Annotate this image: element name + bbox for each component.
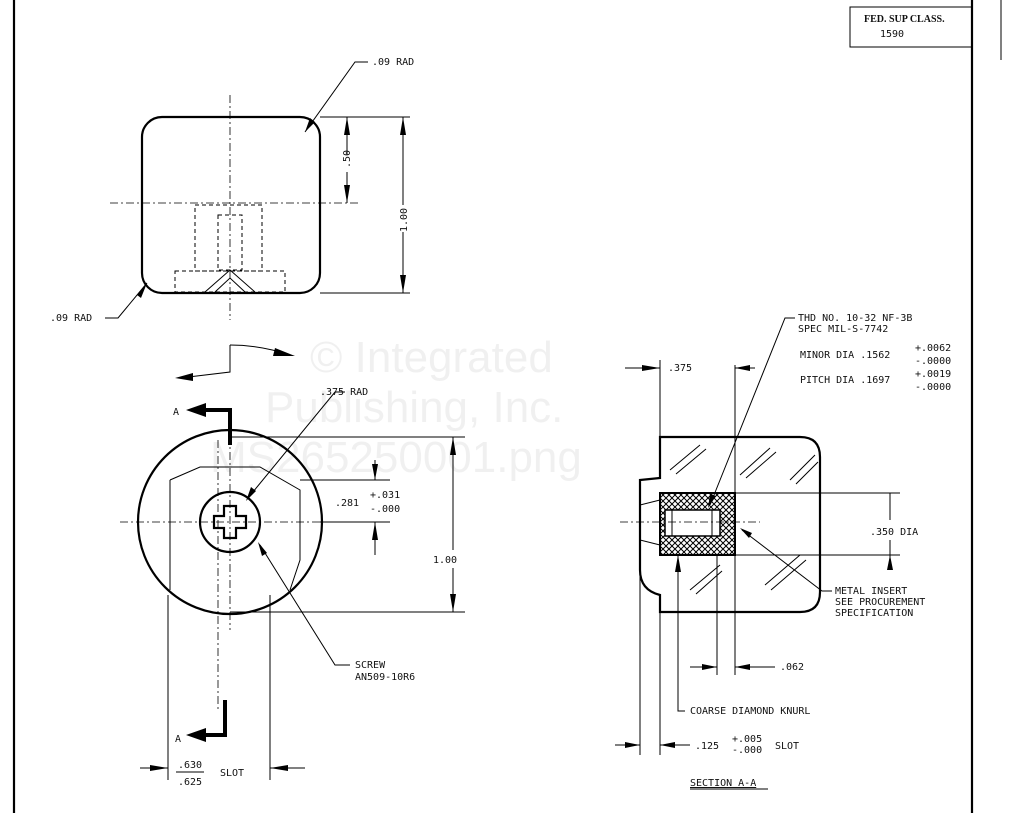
svg-text:-.0000: -.0000 (915, 382, 951, 393)
thread-spec-standard: SPEC MIL-S-7742 (798, 324, 888, 335)
corner-radius-bottom-label: .09 RAD (50, 313, 92, 324)
front-view: A A .375 RAD .281 +.031 -.000 1.00 SCREW… (120, 387, 465, 788)
svg-text:© Integrated: © Integrated (310, 333, 553, 382)
insert-dia: .350 DIA (870, 527, 918, 538)
title-block: FED. SUP CLASS. 1590 (849, 6, 973, 48)
svg-text:-.0000: -.0000 (915, 356, 951, 367)
dim-height: 1.00 (399, 208, 410, 232)
section-marker-bottom: A (175, 734, 181, 745)
svg-text:+.0062: +.0062 (915, 343, 951, 354)
dim-half-height: .50 (342, 150, 353, 168)
watermark: © Integrated Publishing, Inc. MS26525000… (210, 333, 582, 482)
dim-top: .375 (668, 363, 692, 374)
slot-upper: .630 (178, 760, 202, 771)
screw-label: SCREW (355, 660, 386, 671)
dim-wall: .062 (780, 662, 804, 673)
svg-text:-.000: -.000 (370, 504, 400, 515)
svg-text:-.000: -.000 (732, 745, 762, 756)
svg-text:MS265250001.png: MS265250001.png (210, 433, 582, 482)
pitch-dia: PITCH DIA .1697 (800, 375, 890, 386)
top-view: .50 1.00 .09 RAD .09 RAD (50, 57, 414, 324)
screw-part-number: AN509-10R6 (355, 672, 415, 683)
svg-text:SPECIFICATION: SPECIFICATION (835, 608, 913, 619)
dim-flat: .281 (335, 498, 359, 509)
slot-label: SLOT (220, 768, 244, 779)
section-marker-top: A (173, 407, 179, 418)
svg-text:+.0019: +.0019 (915, 369, 951, 380)
svg-text:+.031: +.031 (370, 490, 400, 501)
dim-diameter: 1.00 (433, 555, 457, 566)
section-title: SECTION A-A (690, 778, 756, 789)
svg-text:+.005: +.005 (732, 734, 762, 745)
slot-dim: .125 (695, 741, 719, 752)
section-view: .375 THD NO. 10-32 NF-3B SPEC MIL-S-7742… (615, 313, 951, 790)
flat-radius-label: .375 RAD (320, 387, 368, 398)
title-block-label: FED. SUP CLASS. (864, 14, 945, 25)
corner-radius-top-label: .09 RAD (372, 57, 414, 68)
svg-text:SLOT: SLOT (775, 741, 799, 752)
thread-spec: THD NO. 10-32 NF-3B (798, 313, 912, 324)
slot-lower: .625 (178, 777, 202, 788)
svg-text:Publishing, Inc.: Publishing, Inc. (265, 383, 563, 432)
knurl-label: COARSE DIAMOND KNURL (690, 706, 810, 717)
minor-dia: MINOR DIA .1562 (800, 350, 890, 361)
metal-insert-label: METAL INSERT (835, 586, 907, 597)
rotation-arrow-icon (175, 344, 295, 381)
title-block-value: 1590 (880, 29, 904, 40)
svg-text:SEE PROCUREMENT: SEE PROCUREMENT (835, 597, 925, 608)
